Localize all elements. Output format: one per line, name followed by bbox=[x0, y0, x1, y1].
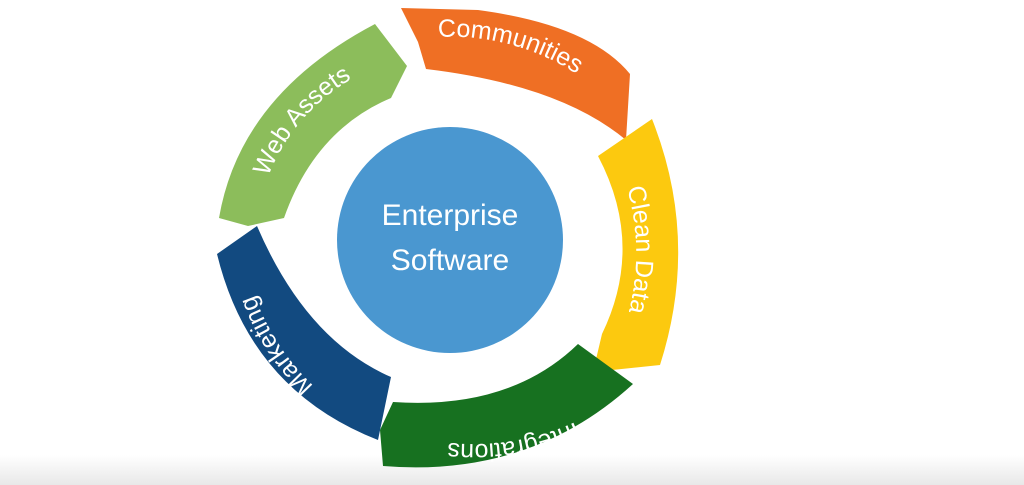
center-circle bbox=[337, 127, 563, 353]
center-title-line1: Enterprise bbox=[382, 199, 519, 232]
segment-clean-data-shape bbox=[593, 119, 679, 372]
bottom-shadow bbox=[0, 455, 1024, 485]
segment-communities: Communities bbox=[401, 8, 630, 140]
segment-marketing-shape bbox=[217, 226, 391, 440]
center-title-line2: Software bbox=[391, 244, 509, 277]
segment-communities-shape bbox=[401, 8, 630, 140]
segment-integrations: Integrations bbox=[380, 344, 633, 468]
segment-web-assets-shape bbox=[219, 24, 407, 226]
segment-clean-data: Clean Data bbox=[593, 119, 679, 372]
center-hub: Enterprise Software bbox=[337, 127, 563, 353]
segment-web-assets: Web Assets bbox=[219, 24, 407, 226]
segment-integrations-shape bbox=[380, 344, 633, 468]
